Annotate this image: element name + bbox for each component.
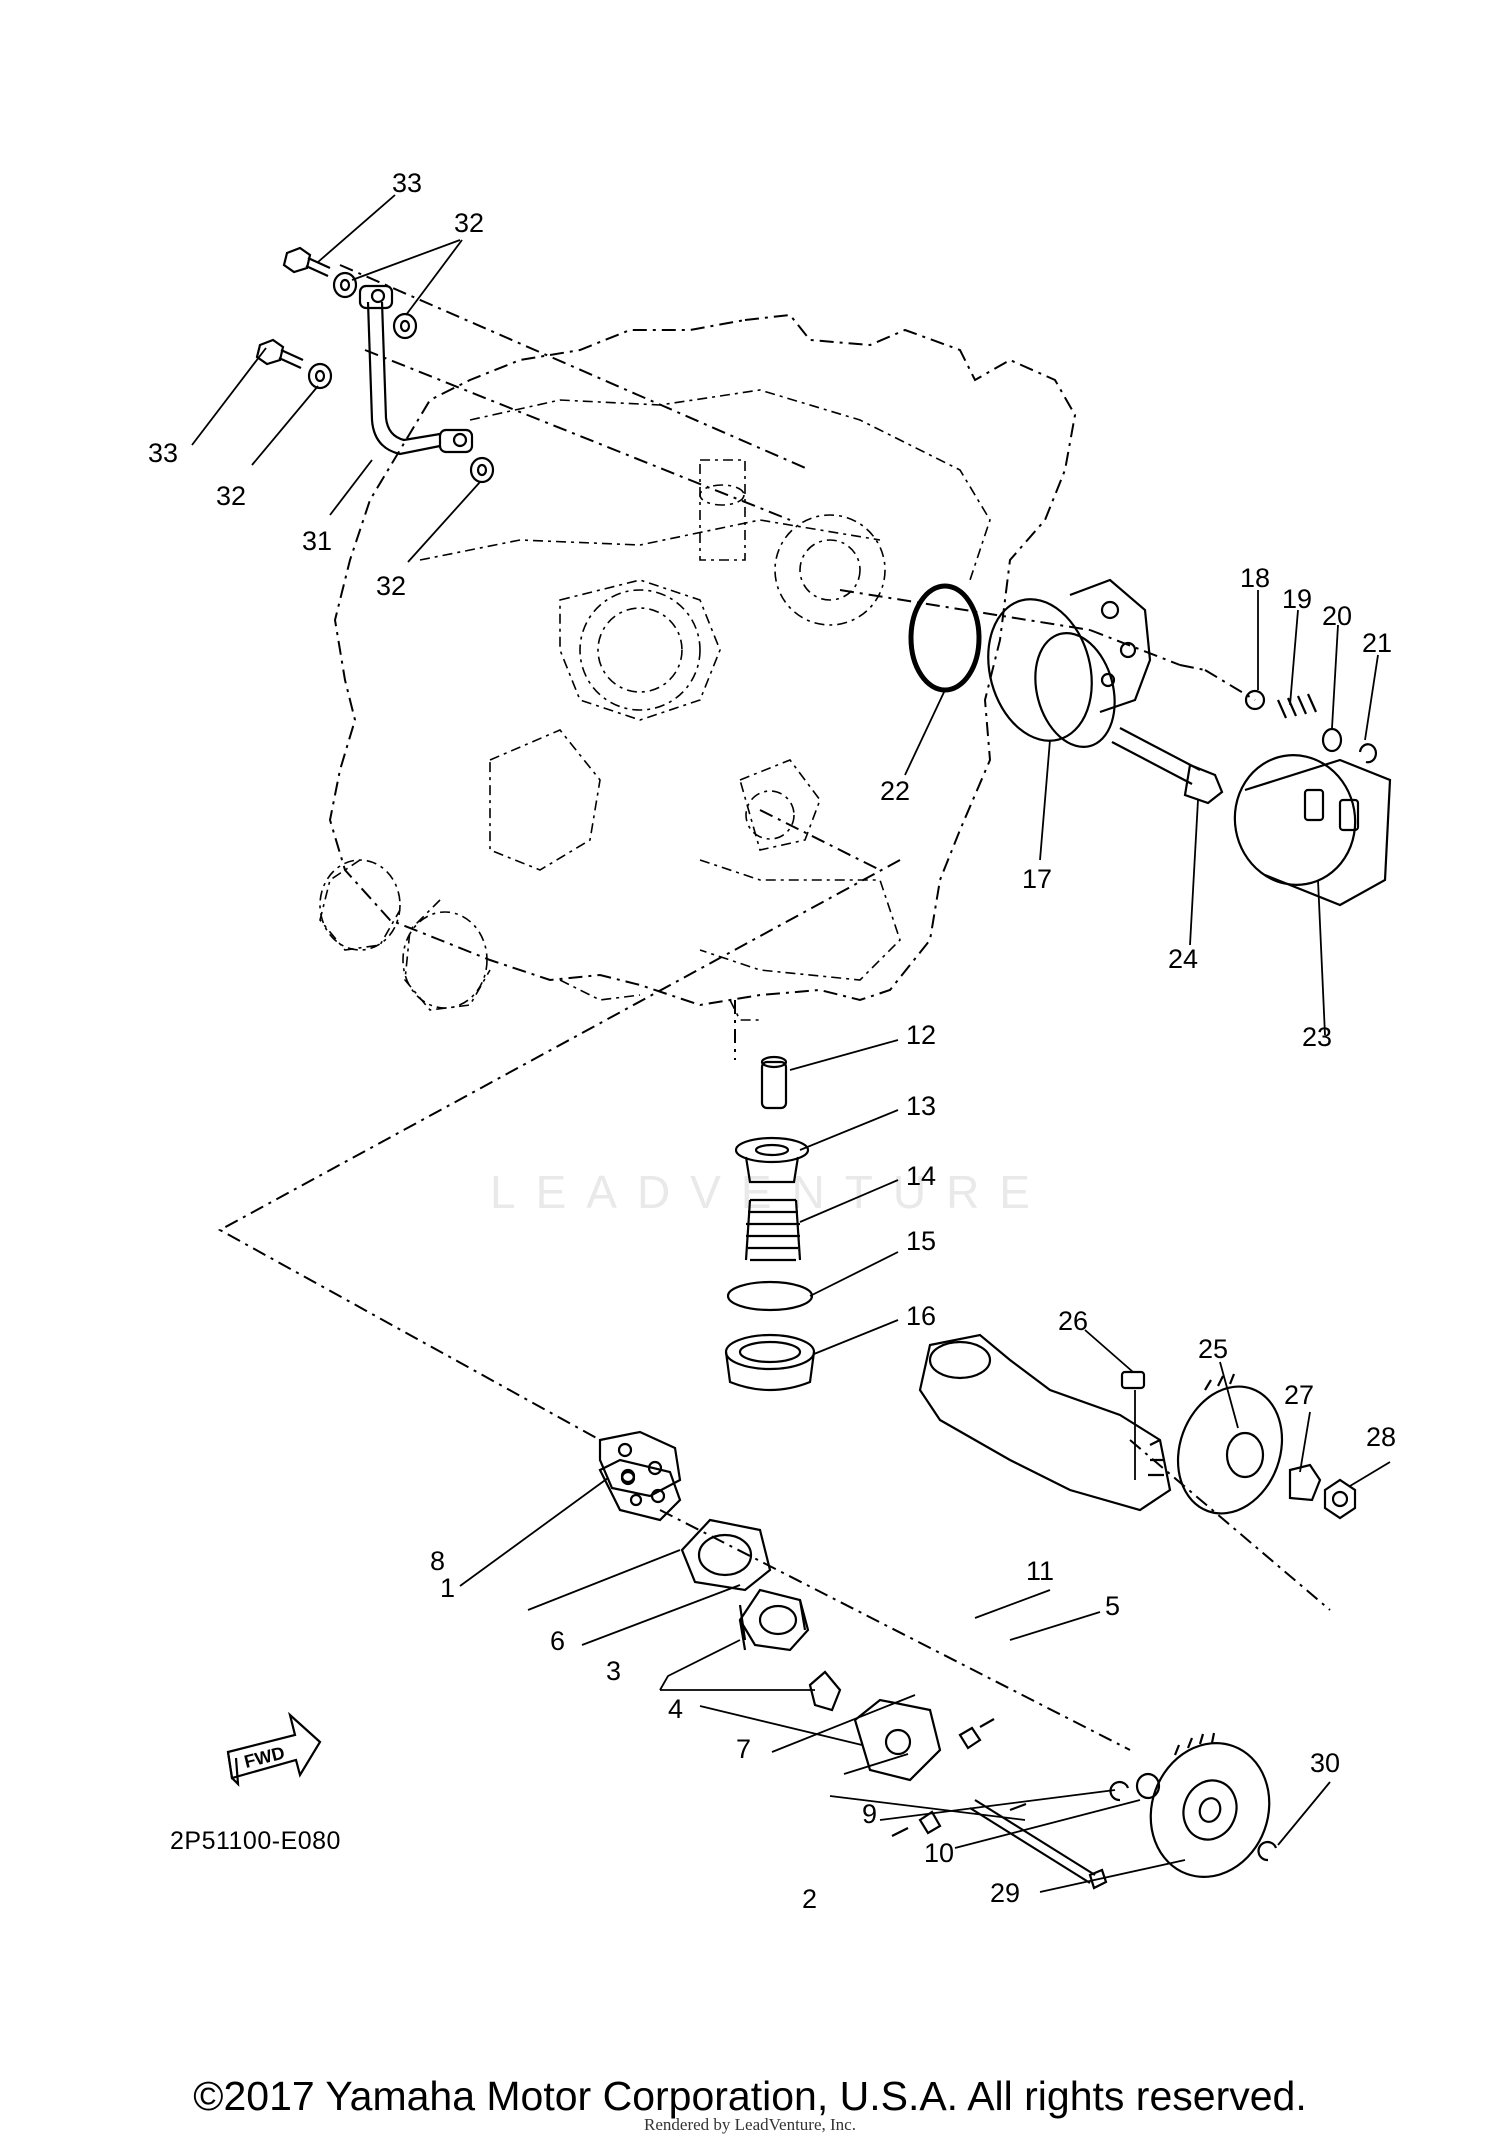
callout-33-top: 33 xyxy=(392,168,422,198)
callout-30: 30 xyxy=(1310,1748,1340,1778)
callout-labels: 1 2 3 4 5 6 7 8 9 10 11 12 13 14 15 16 1… xyxy=(148,168,1396,1914)
pump-gasket xyxy=(598,1430,682,1498)
relief-valve-parts xyxy=(1244,689,1378,764)
fwd-arrow-icon: FWD xyxy=(226,1711,322,1787)
callout-23: 23 xyxy=(1302,1022,1332,1052)
leader-lines xyxy=(191,194,1391,1893)
union-bolt-lower xyxy=(255,338,304,370)
callout-5: 5 xyxy=(1105,1591,1120,1621)
callout-32-top: 32 xyxy=(454,208,484,238)
filter-union-bolt xyxy=(1111,727,1224,805)
pump-drive-gear xyxy=(1109,1732,1278,1879)
oil-filter-housing xyxy=(987,578,1152,748)
callout-16: 16 xyxy=(906,1301,936,1331)
crankcase-outline xyxy=(319,313,1077,1021)
callout-3: 3 xyxy=(606,1656,621,1686)
callout-11: 11 xyxy=(1026,1556,1054,1586)
oil-strainer-stack xyxy=(724,1055,816,1392)
callout-21: 21 xyxy=(1362,628,1392,658)
callout-10: 10 xyxy=(924,1838,954,1868)
callout-12: 12 xyxy=(906,1020,936,1050)
copyright-notice: ©2017 Yamaha Motor Corporation, U.S.A. A… xyxy=(193,2073,1307,2119)
watermark-logo: LEADVENTURE xyxy=(490,1166,1050,1218)
callout-19: 19 xyxy=(1282,584,1312,614)
o-ring-22 xyxy=(908,583,982,693)
callout-14: 14 xyxy=(906,1161,936,1191)
callout-8: 8 xyxy=(430,1546,445,1576)
oil-filter-cartridge xyxy=(1233,754,1392,907)
kick-shaft-assembly xyxy=(918,1333,1357,1520)
callout-31: 31 xyxy=(302,526,332,556)
oil-delivery-pipe xyxy=(358,284,474,456)
callout-24: 24 xyxy=(1168,944,1198,974)
callout-25: 25 xyxy=(1198,1334,1228,1364)
callout-33-left: 33 xyxy=(148,438,178,468)
callout-20: 20 xyxy=(1322,601,1352,631)
diagram-code: 2P51100-E080 xyxy=(170,1827,341,1855)
callout-1: 1 xyxy=(440,1573,455,1603)
oil-pump-assembly xyxy=(598,1458,1108,1890)
callout-32-left: 32 xyxy=(216,481,246,511)
callout-9: 9 xyxy=(862,1799,877,1829)
callout-22: 22 xyxy=(880,776,910,806)
assembly-centerlines xyxy=(217,264,1331,1751)
callout-13: 13 xyxy=(906,1091,936,1121)
rendered-by-credit: Rendered by LeadVenture, Inc. xyxy=(644,2115,856,2134)
union-bolt-upper xyxy=(282,246,331,278)
callout-28: 28 xyxy=(1366,1422,1396,1452)
callout-7: 7 xyxy=(736,1734,751,1764)
copper-washers xyxy=(307,271,495,484)
callout-27: 27 xyxy=(1284,1380,1314,1410)
callout-6: 6 xyxy=(550,1626,565,1656)
callout-4: 4 xyxy=(668,1694,683,1724)
callout-29: 29 xyxy=(990,1878,1020,1908)
callout-2: 2 xyxy=(802,1884,817,1914)
callout-15: 15 xyxy=(906,1226,936,1256)
callout-32-right: 32 xyxy=(376,571,406,601)
callout-18: 18 xyxy=(1240,563,1270,593)
callout-26: 26 xyxy=(1058,1306,1088,1336)
callout-17: 17 xyxy=(1022,864,1052,894)
